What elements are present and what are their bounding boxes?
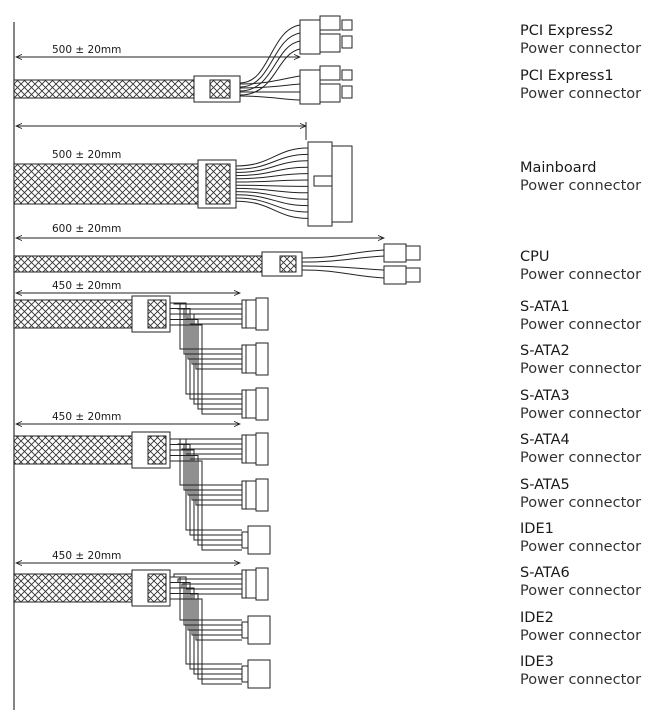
label-sata5-sub: Power connector — [520, 495, 641, 511]
label-sata4-name: S-ATA4 — [520, 432, 570, 448]
label-sata3-name: S-ATA3 — [520, 388, 570, 404]
label-sata2-name: S-ATA2 — [520, 343, 570, 359]
label-pcie1-name: PCI Express1 — [520, 68, 614, 84]
dim-label-sata-group2: 450 ± 20mm — [52, 411, 121, 423]
label-sata6-sub: Power connector — [520, 583, 641, 599]
label-ide1-sub: Power connector — [520, 539, 641, 555]
pcie-cable — [13, 15, 353, 105]
dim-label-sata-group1: 450 ± 20mm — [52, 280, 121, 292]
dim-label-sata-group3: 450 ± 20mm — [52, 550, 121, 562]
label-sata5-name: S-ATA5 — [520, 477, 570, 493]
ide2-connector — [241, 615, 271, 645]
connector-labels: PCI Express2 Power connector PCI Express… — [520, 23, 641, 688]
sata5-connector — [241, 478, 269, 512]
sata-group-2 — [13, 431, 271, 555]
sata1-connector — [241, 297, 269, 331]
sata2-connector — [241, 342, 269, 376]
sata4-connector — [241, 432, 269, 466]
label-sata2-sub: Power connector — [520, 361, 641, 377]
dimension-lines — [16, 57, 384, 563]
label-ide3-name: IDE3 — [520, 654, 554, 670]
label-mainboard-sub: Power connector — [520, 178, 641, 194]
label-pcie2-sub: Power connector — [520, 41, 641, 57]
dimension-labels: 500 ± 20mm 500 ± 20mm 600 ± 20mm 450 ± 2… — [52, 44, 121, 562]
label-sata3-sub: Power connector — [520, 406, 641, 422]
ide3-connector — [241, 659, 271, 689]
label-sata6-name: S-ATA6 — [520, 565, 570, 581]
label-mainboard-name: Mainboard — [520, 160, 597, 176]
label-ide2-sub: Power connector — [520, 628, 641, 644]
mainboard-cable — [13, 141, 353, 227]
label-cpu-sub: Power connector — [520, 267, 641, 283]
label-ide1-name: IDE1 — [520, 521, 554, 537]
label-sata1-sub: Power connector — [520, 317, 641, 333]
label-sata1-name: S-ATA1 — [520, 299, 570, 315]
label-pcie1-sub: Power connector — [520, 86, 641, 102]
dim-label-pcie: 500 ± 20mm — [52, 44, 121, 56]
label-ide3-sub: Power connector — [520, 672, 641, 688]
cpu-cable — [13, 243, 421, 285]
sata3-connector — [241, 387, 269, 421]
ide1-connector — [241, 525, 271, 555]
label-sata4-sub: Power connector — [520, 450, 641, 466]
label-cpu-name: CPU — [520, 249, 549, 265]
sata-group-3 — [13, 567, 271, 689]
sata-group-1 — [13, 295, 269, 421]
dim-label-cpu: 600 ± 20mm — [52, 223, 121, 235]
label-ide2-name: IDE2 — [520, 610, 554, 626]
sata6-connector — [241, 567, 269, 601]
label-pcie2-name: PCI Express2 — [520, 23, 614, 39]
sata-ide-cables — [13, 295, 271, 689]
dim-label-mainboard: 500 ± 20mm — [52, 149, 121, 161]
